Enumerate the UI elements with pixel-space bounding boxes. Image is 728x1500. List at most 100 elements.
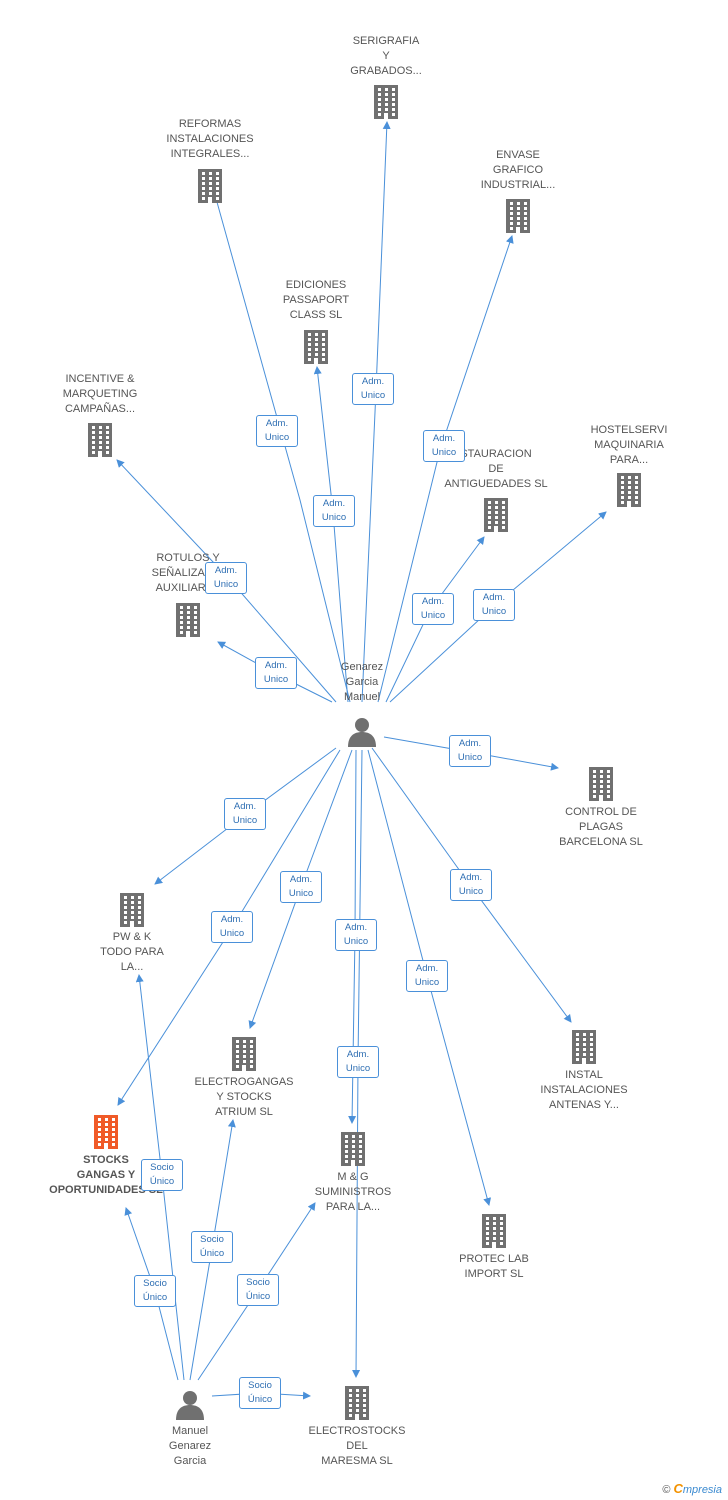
edge-label-line: Unico xyxy=(481,606,507,617)
label-line: STOCKS xyxy=(83,1154,129,1166)
building-icon[interactable] xyxy=(586,767,616,806)
building-icon[interactable] xyxy=(85,423,115,462)
label-line: GRAFICO xyxy=(492,164,544,176)
label-line: HOSTELSERVI xyxy=(590,424,668,436)
edge-label-genarez-to-proteclab[interactable]: Adm.Unico xyxy=(406,960,448,992)
label-line: BARCELONA SL xyxy=(559,836,643,848)
building-icon[interactable] xyxy=(503,199,533,238)
label-line: OPORTUNIDADES SL xyxy=(49,1184,163,1196)
label-line: PROTEC LAB xyxy=(459,1253,529,1265)
label-line: INSTALACIONES xyxy=(540,1084,628,1096)
edge-label-line: Unico xyxy=(420,610,446,621)
edge-label-line: Adm. xyxy=(264,660,288,671)
building-icon[interactable] xyxy=(301,330,331,369)
building-icon[interactable] xyxy=(342,1386,372,1425)
label-line: ELECTROSTOCKS xyxy=(308,1425,406,1437)
edge-label-genarez-to-instal[interactable]: Adm.Unico xyxy=(450,869,492,901)
label-line: ANTIGUEDADES SL xyxy=(444,478,548,490)
edge-label-line: Único xyxy=(142,1292,168,1303)
edge-label-genarez-to-rotulos[interactable]: Adm.Unico xyxy=(255,657,297,689)
edge-label-genarez-to-hostelservi[interactable]: Adm. Unico xyxy=(473,589,515,621)
edge-label-genarez-to-mg[interactable]: Adm.Unico xyxy=(335,919,377,951)
edge-label-genarez-to-ediciones[interactable]: Adm. Unico xyxy=(313,495,355,527)
label-line: GRABADOS... xyxy=(350,65,422,77)
building-icon[interactable] xyxy=(569,1030,599,1069)
edge-label-genarez-to-pwk[interactable]: Adm.Unico xyxy=(224,798,266,830)
edge-label-line: Adm. xyxy=(482,592,506,603)
edge-label-line: Unico xyxy=(457,752,483,763)
person-icon[interactable] xyxy=(347,717,377,752)
building-icon[interactable] xyxy=(614,473,644,512)
label-line: INCENTIVE & xyxy=(65,373,135,385)
copyright-symbol: © xyxy=(662,1484,671,1496)
company-label-stocks[interactable]: STOCKS GANGAS Y OPORTUNIDADES SL xyxy=(49,1153,163,1198)
edge-label-line: Unico xyxy=(264,432,290,443)
building-icon[interactable] xyxy=(195,169,225,208)
label-line: CONTROL DE xyxy=(565,806,637,818)
building-icon[interactable] xyxy=(479,1214,509,1253)
label-line: INDUSTRIAL... xyxy=(480,179,556,191)
edge-label-line: Unico xyxy=(458,886,484,897)
label-line: ANTENAS Y... xyxy=(549,1099,619,1111)
label-line: Y STOCKS xyxy=(216,1091,272,1103)
label-line: LA... xyxy=(120,961,144,973)
edge-label-genarez-to-electrogangas[interactable]: Adm.Unico xyxy=(280,871,322,903)
building-icon[interactable] xyxy=(481,498,511,537)
edge-label-line: Único xyxy=(245,1291,271,1302)
edge-label-genarez-to-envase[interactable]: Adm.Unico xyxy=(423,430,465,462)
edge-genarez-to-serigrafia xyxy=(361,121,391,703)
label-line: AUXILIARES xyxy=(155,582,221,594)
label-line: GANGAS Y xyxy=(76,1169,136,1181)
edge-label-genarez-to-restauracion[interactable]: Adm. Unico xyxy=(412,593,454,625)
edge-label-line: Adm. xyxy=(214,565,238,576)
building-icon[interactable] xyxy=(229,1037,259,1076)
edge-label-genarez-to-reformas[interactable]: Adm.Unico xyxy=(256,415,298,447)
edge-label-line: Adm. xyxy=(322,498,346,509)
brand-watermark: ©Cmpresia xyxy=(662,1481,722,1496)
edge-label-line: Unico xyxy=(321,512,347,523)
label-line: MAQUINARIA xyxy=(594,439,664,451)
building-icon[interactable] xyxy=(371,85,401,124)
building-icon[interactable] xyxy=(173,603,203,642)
building-icon[interactable] xyxy=(117,893,147,932)
edge-label-line: Adm. xyxy=(220,914,244,925)
edge-label-genarez-to-control[interactable]: Adm.Unico xyxy=(449,735,491,767)
edge-label-line: Adm. xyxy=(346,1049,370,1060)
edge-label-genarez-to-electrostocks[interactable]: Adm. Unico xyxy=(337,1046,379,1078)
building-icon[interactable] xyxy=(338,1132,368,1171)
edge-label-line: Adm. xyxy=(361,376,385,387)
label-line: REFORMAS xyxy=(178,118,242,130)
brand-initial: C xyxy=(673,1481,683,1496)
building-icon[interactable] xyxy=(91,1115,121,1154)
edge-genarez-to-ediciones xyxy=(313,366,349,703)
edge-label-line: Adm. xyxy=(421,596,445,607)
person-icon[interactable] xyxy=(175,1390,205,1425)
edge-label-genarez-to-stocks[interactable]: Adm.Unico xyxy=(211,911,253,943)
label-line: CAMPAÑAS... xyxy=(64,403,136,415)
edge-label-line: Unico xyxy=(213,579,239,590)
edge-label-genarez-to-serigrafia[interactable]: Adm.Unico xyxy=(352,373,394,405)
edge-label-genarez-to-incentive[interactable]: Adm. Unico xyxy=(205,562,247,594)
edge-label-line: Unico xyxy=(345,1063,371,1074)
